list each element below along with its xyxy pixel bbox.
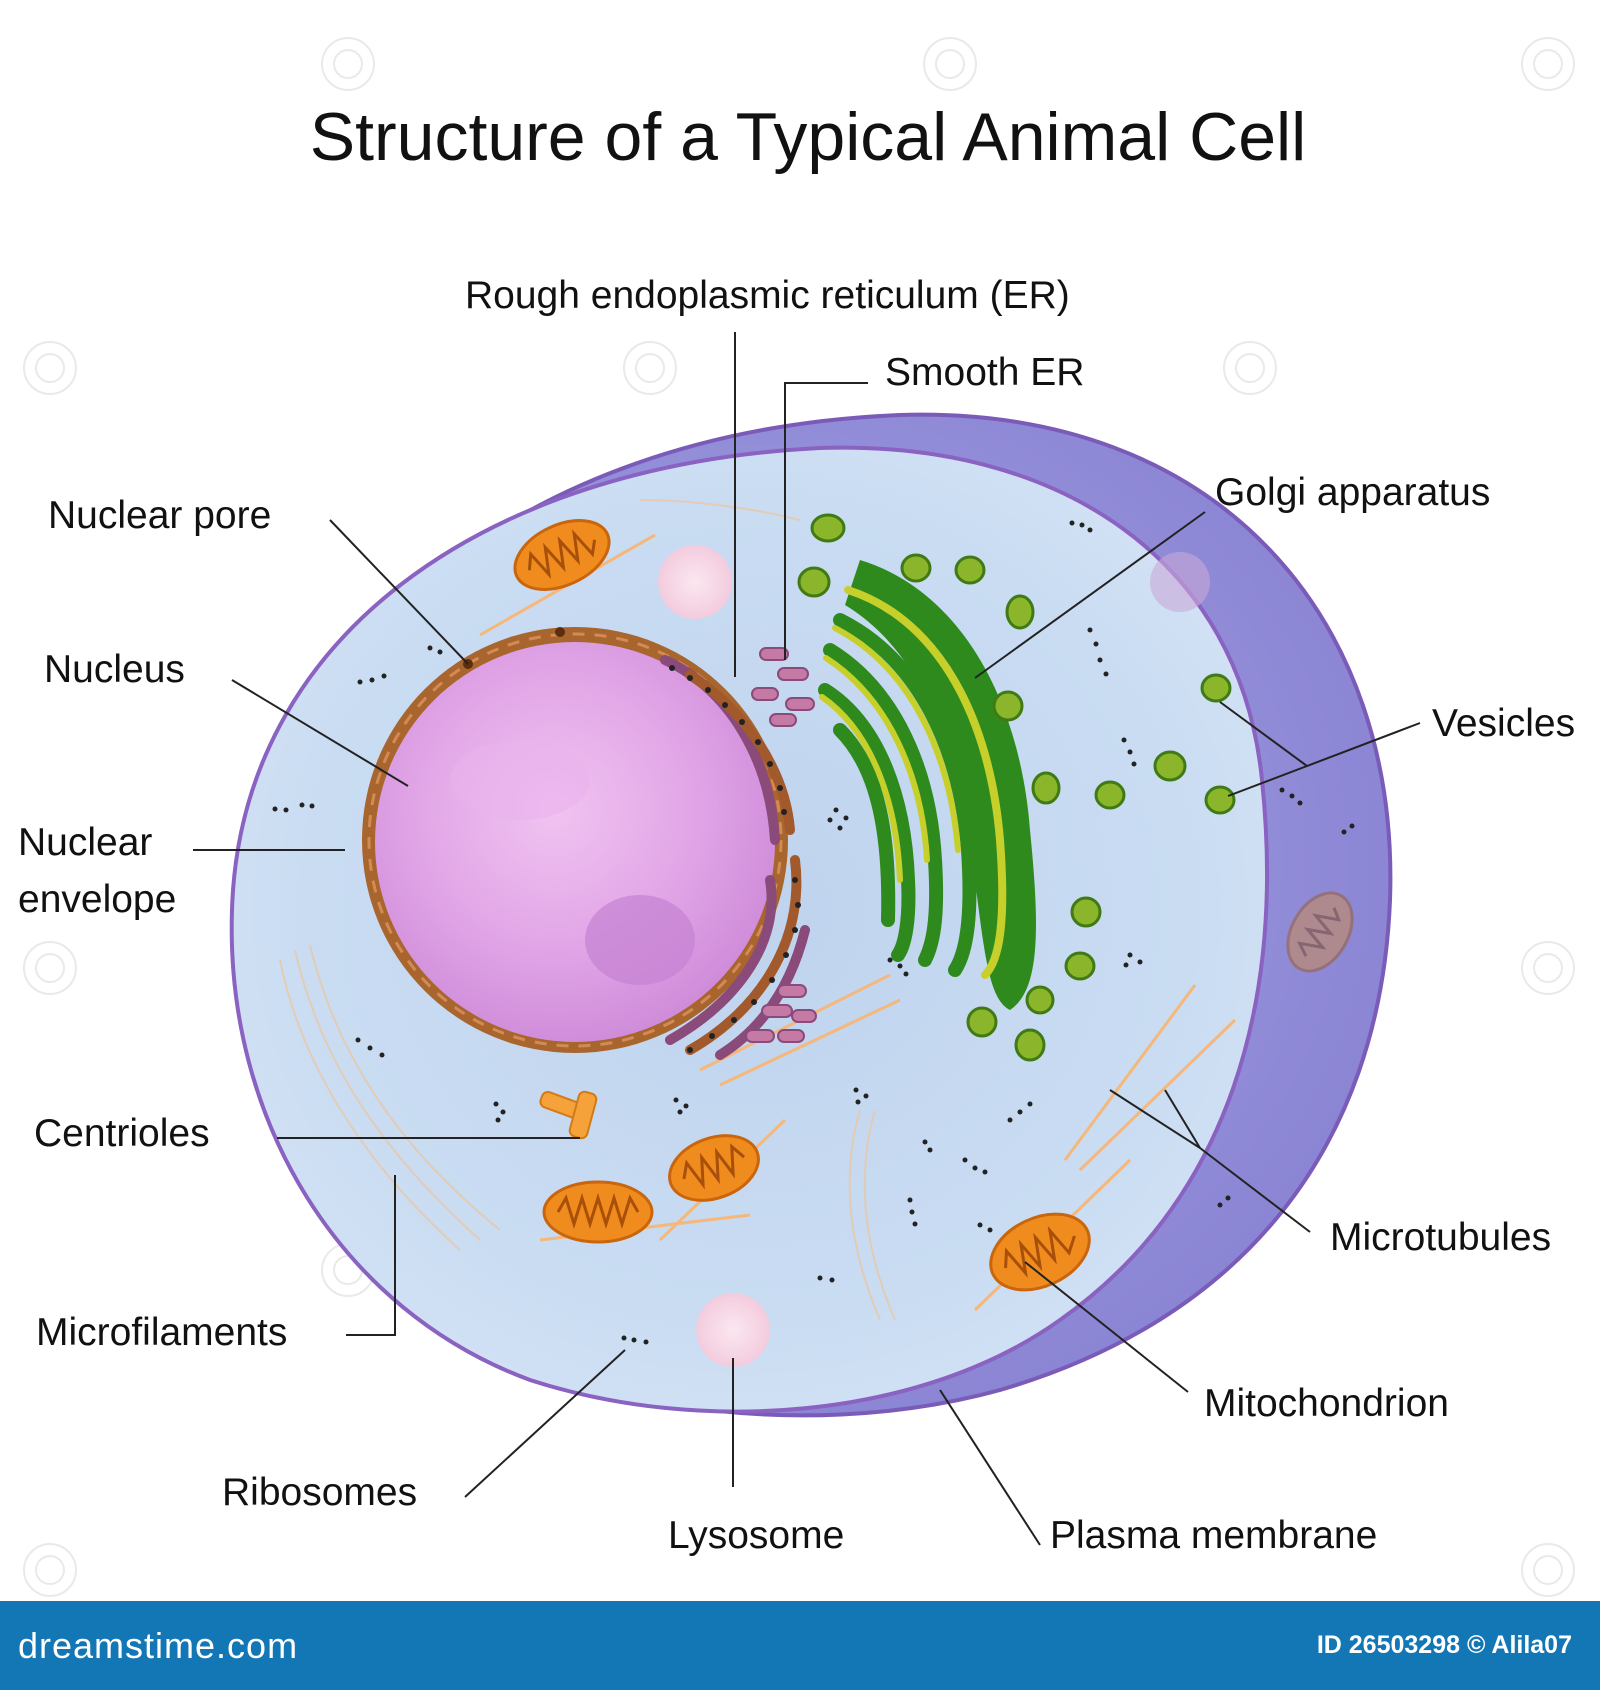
nucleus xyxy=(362,627,788,1053)
cell xyxy=(232,415,1391,1416)
label-nuclear-envelope-line1: Nuclear xyxy=(18,821,152,864)
label-nuclear-pore: Nuclear pore xyxy=(48,494,271,537)
label-microfilaments: Microfilaments xyxy=(36,1311,287,1354)
nucleolus xyxy=(585,895,695,985)
mitochondrion-3 xyxy=(544,1182,652,1242)
label-plasma-membrane: Plasma membrane xyxy=(1050,1514,1377,1557)
label-centrioles: Centrioles xyxy=(34,1112,210,1155)
label-nucleus: Nucleus xyxy=(44,648,185,691)
diagram-title: Structure of a Typical Animal Cell xyxy=(310,99,1307,175)
label-golgi-apparatus: Golgi apparatus xyxy=(1215,471,1490,514)
label-vesicles: Vesicles xyxy=(1432,702,1575,745)
footer-brand[interactable]: dreamstime.com xyxy=(18,1625,298,1667)
footer-image-id: ID 26503298 © Alila07 xyxy=(1317,1631,1572,1660)
lysosome-3 xyxy=(1150,552,1210,612)
label-smooth-er: Smooth ER xyxy=(885,351,1084,394)
label-mitochondrion: Mitochondrion xyxy=(1204,1382,1449,1425)
label-ribosomes: Ribosomes xyxy=(222,1471,417,1514)
lysosome-2 xyxy=(696,1293,770,1367)
footer-bar: dreamstime.com ID 26503298 © Alila07 xyxy=(0,1601,1600,1690)
lysosome-1 xyxy=(658,545,732,619)
label-rough-er: Rough endoplasmic reticulum (ER) xyxy=(465,274,1070,317)
leader-plasma-membrane xyxy=(940,1390,1040,1545)
label-microtubules: Microtubules xyxy=(1330,1216,1551,1259)
label-nuclear-envelope-line2: envelope xyxy=(18,878,176,921)
label-lysosome: Lysosome xyxy=(668,1514,844,1557)
